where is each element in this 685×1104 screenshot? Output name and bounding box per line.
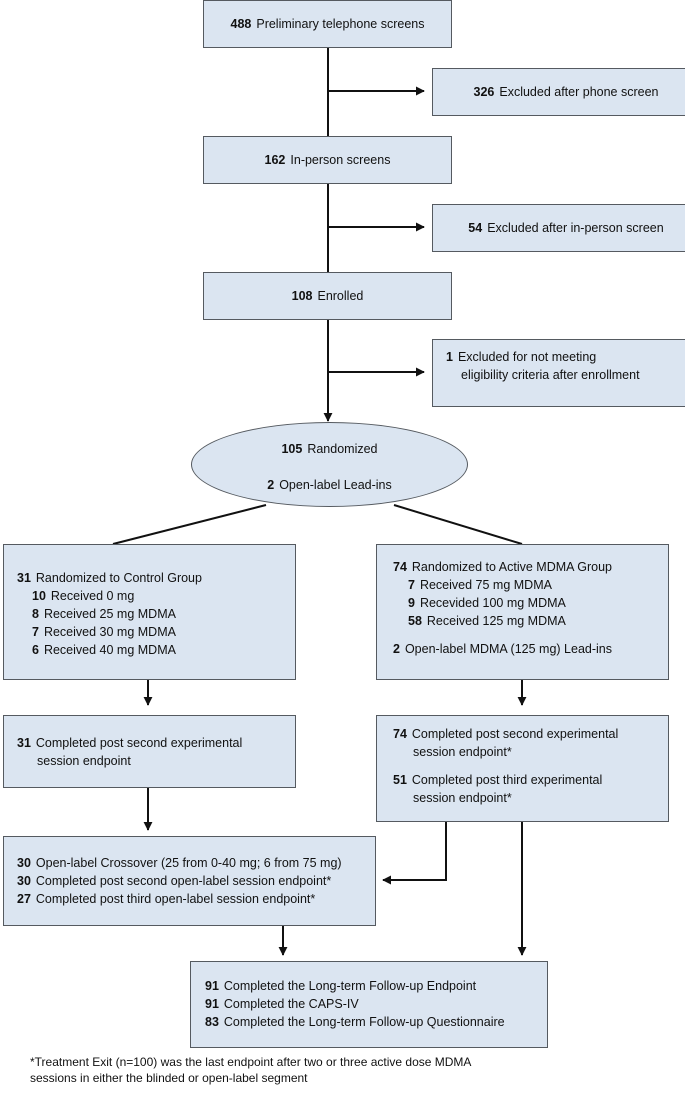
active-leadin-count: 2 bbox=[393, 642, 400, 656]
inperson-screens-count: 162 bbox=[264, 153, 286, 167]
excluded-eligibility-label-2: eligibility criteria after enrollment bbox=[461, 368, 640, 382]
randomized-ellipse: 105 Randomized 2 Open-label Lead-ins bbox=[191, 422, 468, 507]
leadins-count: 2 bbox=[267, 478, 275, 492]
active-group-label: Randomized to Active MDMA Group bbox=[411, 560, 612, 574]
randomized-count: 105 bbox=[281, 442, 303, 456]
control-completed-count: 31 bbox=[17, 736, 31, 750]
excluded-inperson-count: 54 bbox=[468, 221, 483, 235]
inperson-screens-label: In-person screens bbox=[290, 153, 391, 167]
active-group-count: 74 bbox=[393, 560, 407, 574]
excluded-phone-count: 326 bbox=[473, 85, 495, 99]
inperson-screens-box: 162 In-person screens bbox=[203, 136, 452, 184]
phone-screens-count: 488 bbox=[230, 17, 252, 31]
excluded-eligibility-count: 1 bbox=[446, 350, 453, 364]
footnote: *Treatment Exit (n=100) was the last end… bbox=[30, 1054, 650, 1086]
footnote-line-2: sessions in either the blinded or open-l… bbox=[30, 1071, 308, 1085]
excluded-phone-box: 326 Excluded after phone screen bbox=[432, 68, 685, 116]
phone-screens-box: 488 Preliminary telephone screens bbox=[203, 0, 452, 48]
arrow-active-completed-to-crossover bbox=[382, 822, 447, 885]
excluded-eligibility-box: 1 Excluded for not meeting eligibility cr… bbox=[432, 339, 685, 407]
active-completed-2-count: 74 bbox=[393, 727, 407, 741]
active-completed-3-label-2: session endpoint* bbox=[413, 791, 512, 805]
enrolled-count: 108 bbox=[291, 289, 313, 303]
active-completed-3-label: Completed post third experimental bbox=[411, 773, 603, 787]
phone-screens-label: Preliminary telephone screens bbox=[256, 17, 425, 31]
excluded-eligibility-label: Excluded for not meeting bbox=[457, 350, 597, 364]
control-completed-box: 31 Completed post second experimental ses… bbox=[3, 715, 296, 788]
connector-to-active bbox=[393, 504, 523, 545]
control-group-label: Randomized to Control Group bbox=[35, 571, 202, 585]
randomized-label: Randomized bbox=[307, 442, 378, 456]
active-completed-2-label: Completed post second experimental bbox=[411, 727, 619, 741]
control-completed-label: Completed post second experimental bbox=[35, 736, 243, 750]
enrolled-box: 108 Enrolled bbox=[203, 272, 452, 320]
excluded-inperson-box: 54 Excluded after in-person screen bbox=[432, 204, 685, 252]
excluded-phone-label: Excluded after phone screen bbox=[499, 85, 659, 99]
active-completed-3-count: 51 bbox=[393, 773, 407, 787]
enrolled-label: Enrolled bbox=[317, 289, 364, 303]
active-completed-box: 74 Completed post second experimental ses… bbox=[376, 715, 669, 822]
control-group-count: 31 bbox=[17, 571, 31, 585]
active-completed-2-label-2: session endpoint* bbox=[413, 745, 512, 759]
footnote-line-1: *Treatment Exit (n=100) was the last end… bbox=[30, 1055, 472, 1069]
leadins-label: Open-label Lead-ins bbox=[279, 478, 392, 492]
active-leadin-label: Open-label MDMA (125 mg) Lead-ins bbox=[404, 642, 612, 656]
connector-to-control bbox=[112, 504, 267, 545]
excluded-inperson-label: Excluded after in-person screen bbox=[487, 221, 664, 235]
control-completed-label-2: session endpoint bbox=[37, 754, 131, 768]
